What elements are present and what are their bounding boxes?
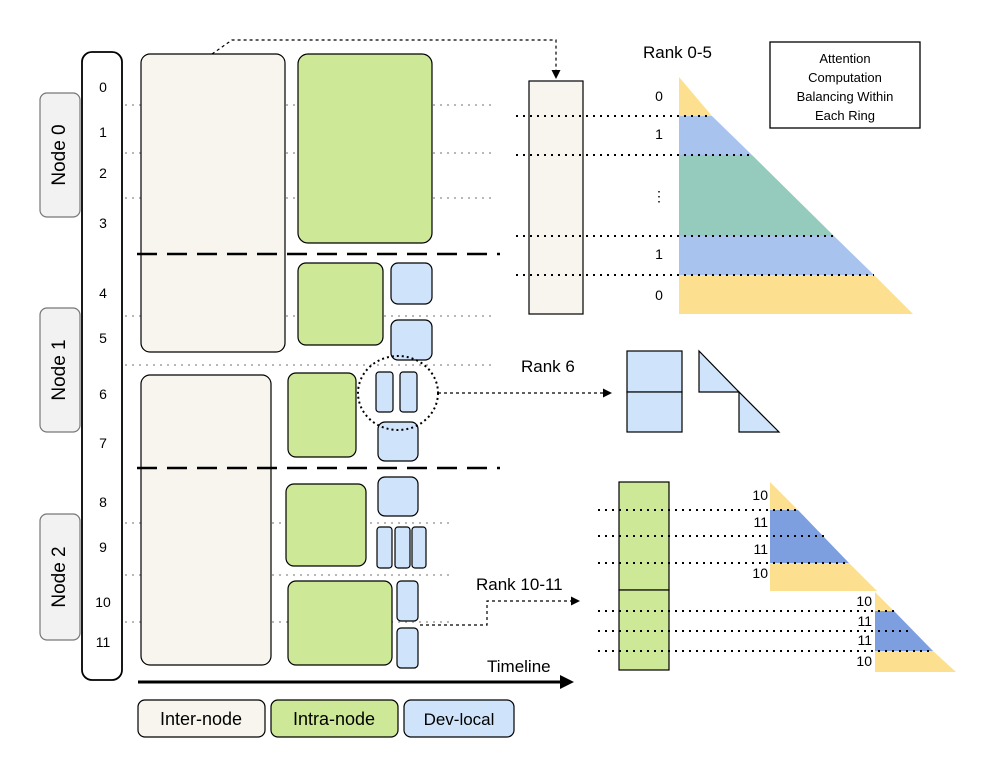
legend: Inter-node Intra-node Dev-local (137, 699, 515, 738)
inter-node-block (140, 53, 286, 353)
dev-local-block (396, 627, 419, 669)
dev-local-block (411, 526, 427, 569)
band-label: 11 (857, 632, 872, 648)
dev-local-block (390, 262, 433, 305)
gpu-rank-label: 11 (96, 634, 111, 650)
rank-10-11-dotted-lines (598, 509, 933, 652)
svg-text:Node 0: Node 0 (49, 124, 70, 185)
band-label: 11 (753, 514, 768, 530)
rank-6-sequence-block (626, 350, 683, 393)
band-label: 1 (655, 246, 663, 262)
node-label-2: Node 2 (39, 513, 81, 641)
rank-6-attention-triangle (698, 349, 741, 393)
gpu-rank-label: 1 (99, 124, 107, 140)
timeline-label: Timeline (487, 657, 551, 676)
svg-text:Node 2: Node 2 (49, 546, 70, 607)
rank-6-title: Rank 6 (521, 357, 575, 376)
inter-node-block (140, 374, 272, 666)
gpu-rank-label: 5 (99, 330, 107, 346)
intra-node-block (287, 580, 393, 666)
gpu-rank-label: 9 (99, 539, 107, 555)
attention-band-darkblue (875, 611, 933, 651)
rank-6-attention-triangle (738, 390, 781, 433)
band-label: 10 (856, 593, 872, 609)
attention-band-yellow (770, 482, 798, 510)
legend-item-dev-local: Dev-local (403, 699, 515, 738)
note-line: Attention (819, 51, 870, 66)
svg-text:Node 1: Node 1 (49, 339, 70, 400)
attention-triangle-rank-0-5 (679, 77, 913, 314)
note-line: Balancing Within (797, 89, 894, 104)
rank-0-5-title: Rank 0-5 (643, 43, 712, 62)
attention-band-yellow (679, 77, 712, 116)
gpu-rank-label: 7 (99, 435, 107, 451)
band-label: 10 (856, 653, 872, 669)
dev-local-block (396, 580, 419, 622)
gpu-rank-label: 0 (99, 79, 107, 95)
gpu-rank-labels: 0 1 2 3 4 5 6 7 8 9 10 11 (95, 79, 111, 650)
rank-10-11-connector-arrow (420, 596, 580, 626)
attention-band-yellow (875, 592, 894, 611)
intra-node-block (285, 483, 367, 567)
dev-local-block (394, 526, 411, 569)
legend-label: Dev-local (424, 710, 495, 729)
dev-local-block (377, 421, 419, 462)
legend-item-intra-node: Intra-node (270, 699, 399, 738)
band-label: 0 (655, 287, 663, 303)
dev-local-block (399, 371, 418, 413)
band-label: 0 (655, 88, 663, 104)
gpu-rank-label: 6 (99, 386, 107, 402)
gpu-rank-label: 10 (95, 594, 111, 610)
timeline-arrowhead (560, 675, 574, 689)
attention-triangle-rank-10-11-b (875, 592, 956, 672)
inter-node-connector-arrow (211, 39, 561, 79)
band-label: 11 (753, 541, 768, 557)
legend-label: Inter-node (160, 709, 242, 729)
attention-band-yellow (875, 651, 956, 672)
rank-6-sequence-block (626, 391, 683, 433)
attention-band-yellow (679, 275, 913, 314)
attention-band-teal (679, 155, 834, 236)
node-label-0: Node 0 (39, 92, 81, 218)
rank-10-11-band-labels: 10 11 11 10 10 11 11 10 (752, 487, 872, 669)
gpu-rank-label: 3 (99, 215, 107, 231)
rank-6-highlight-circle (357, 355, 439, 431)
attention-band-blue (679, 116, 752, 155)
band-label: ⋮ (652, 188, 666, 204)
dev-local-block (390, 319, 433, 361)
legend-label: Intra-node (293, 709, 375, 729)
note-line: Each Ring (815, 108, 875, 123)
gpu-rank-label: 4 (99, 285, 107, 301)
gpu-rank-label: 2 (99, 165, 107, 181)
note-line: Computation (808, 70, 882, 85)
node-label-1: Node 1 (39, 307, 81, 433)
attention-balancing-note: Attention Computation Balancing Within E… (769, 41, 921, 129)
dev-local-block (377, 476, 419, 517)
intra-node-block (287, 372, 357, 458)
intra-node-block (297, 262, 384, 346)
attention-band-blue (679, 236, 874, 275)
rank-0-5-band-labels: 0 1 ⋮ 1 0 (652, 88, 666, 303)
rank-axis-column (81, 51, 123, 681)
intra-node-block (297, 53, 433, 244)
rank-10-11-title: Rank 10-11 (476, 575, 563, 594)
dev-local-blocks (375, 262, 433, 669)
attention-band-yellow (770, 563, 877, 591)
ring-boundary-dotted-lines (516, 115, 874, 276)
band-label: 10 (752, 487, 768, 503)
dev-local-block (376, 526, 393, 569)
band-label: 10 (752, 565, 768, 581)
legend-item-inter-node: Inter-node (137, 699, 266, 738)
band-label: 1 (655, 126, 663, 142)
dev-local-block (375, 371, 394, 413)
gpu-rank-label: 8 (99, 494, 107, 510)
band-label: 11 (857, 613, 872, 629)
